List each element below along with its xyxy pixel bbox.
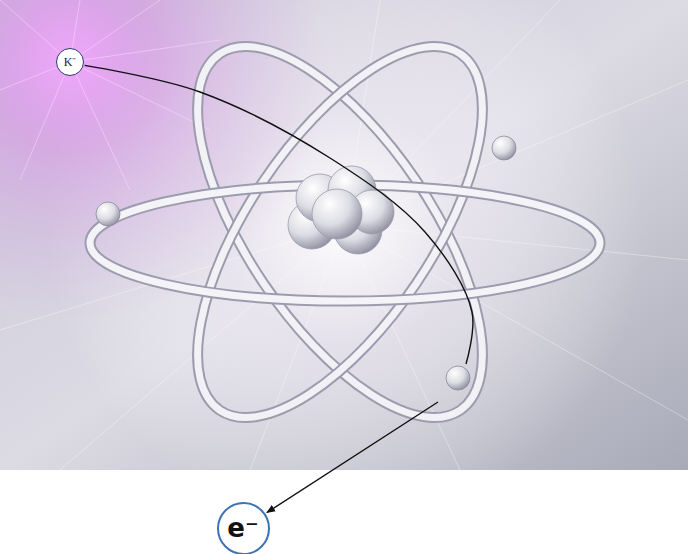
center-glow	[0, 0, 688, 470]
background	[0, 0, 688, 470]
orbit-rings	[90, 2, 600, 461]
particle-track	[85, 65, 473, 512]
pink-glow	[0, 0, 688, 470]
particle-label: K⁻	[64, 56, 77, 68]
light-rays	[0, 0, 688, 470]
particle-circle: e⁻	[217, 502, 270, 554]
nucleus	[288, 166, 394, 254]
electron-spheres	[96, 136, 516, 390]
particle-circle: K⁻	[56, 48, 84, 76]
particle-label: e⁻	[227, 515, 258, 541]
pink-rays	[0, 0, 220, 190]
